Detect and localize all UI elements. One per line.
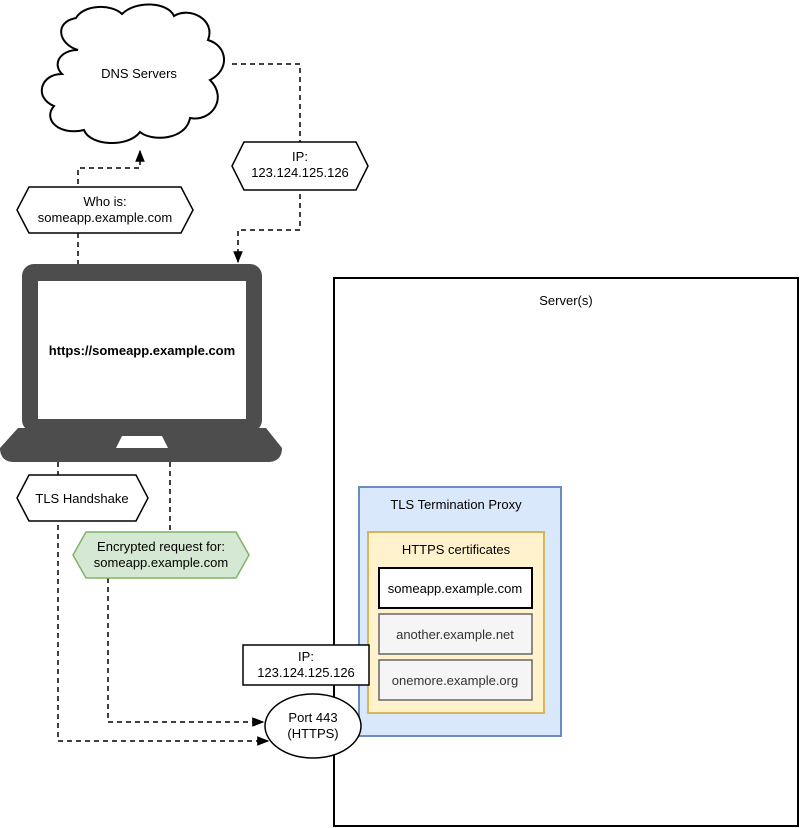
certificates-label: HTTPS certificates [402, 542, 511, 557]
handshake-arrow [57, 462, 270, 746]
laptop-url: https://someapp.example.com [49, 343, 235, 358]
server-ip-line1: IP: [298, 649, 314, 664]
certificate-another-label: another.example.net [396, 627, 514, 642]
encrypted-label-shape [72, 531, 250, 579]
handshake-label-shape [16, 474, 149, 522]
certificate-onemore [378, 659, 533, 701]
server-ip-line2: 123.124.125.126 [257, 665, 355, 680]
laptop-touchpad [116, 436, 168, 448]
response-arrow [232, 63, 301, 264]
laptop [0, 264, 282, 462]
response-line2: 123.124.125.126 [251, 165, 349, 180]
port-line2: (HTTPS) [287, 726, 338, 741]
laptop-screen [38, 281, 246, 419]
port-line1: Port 443 [288, 710, 337, 725]
encrypted-line2: someapp.example.com [94, 555, 228, 570]
certificate-onemore-label: onemore.example.org [392, 673, 518, 688]
query-line1: Who is: [83, 194, 126, 209]
port-443-node [264, 693, 362, 759]
server-label: Server(s) [539, 293, 592, 308]
dns-cloud [40, 3, 225, 145]
handshake-label: TLS Handshake [35, 491, 128, 506]
proxy-label: TLS Termination Proxy [390, 497, 522, 512]
encrypted-line1: Encrypted request for: [97, 539, 225, 554]
certificate-someapp-label: someapp.example.com [388, 581, 522, 596]
query-label-shape [16, 186, 194, 234]
response-label-shape [231, 141, 369, 191]
encrypted-request-arrow [107, 578, 265, 727]
response-line1: IP: [292, 149, 308, 164]
certificate-someapp [378, 567, 533, 609]
server-ip-box [242, 644, 370, 686]
query-line2: someapp.example.com [38, 210, 172, 225]
certificate-another [378, 613, 533, 655]
dns-label: DNS Servers [101, 66, 177, 81]
